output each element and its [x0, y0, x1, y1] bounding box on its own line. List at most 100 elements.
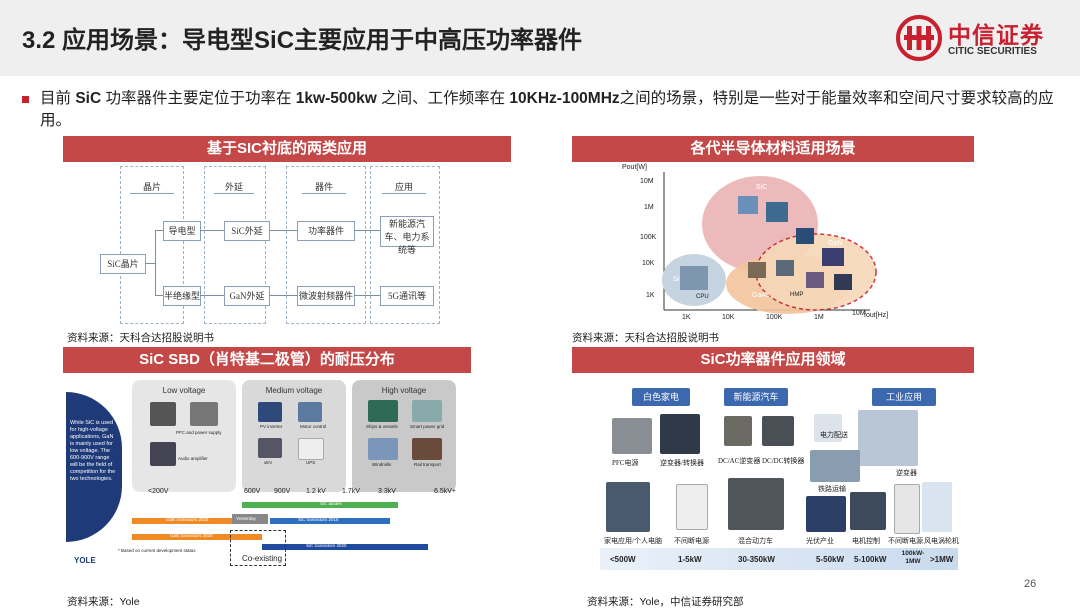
pw-30-350kw: 30-350kW	[738, 555, 775, 564]
pw-1mw: >1MW	[930, 555, 954, 564]
region-cpu: CPU	[696, 294, 709, 300]
bar-sic-diodes	[242, 502, 398, 508]
y-tick-1m: 1M	[644, 204, 654, 211]
cap-dcdc: DC/DC转换器	[762, 457, 805, 465]
region-sic: SiC	[756, 184, 768, 191]
panel1-source: 资料来源：天科合达招股说明书	[67, 332, 214, 344]
panel3-title: SiC SBD（肖特基二极管）的耐压分布	[63, 347, 471, 373]
cap-inverter: 逆变器	[896, 469, 917, 477]
region-hmp: HMP	[790, 292, 804, 298]
tick-3-3kv: 3.3kV	[378, 488, 396, 495]
sbd-blurb: While SiC is used for high-voltage appli…	[70, 420, 116, 482]
node-power-device: 功率器件	[297, 221, 355, 241]
mid-item-xev: xEV	[264, 460, 273, 465]
panel1-title: 基于SIC衬底的两类应用	[63, 136, 511, 162]
x-tick-1m: 1M	[814, 314, 824, 321]
region-si: Si	[673, 276, 680, 283]
panel2-source: 资料来源：天科合达招股说明书	[572, 332, 719, 344]
sic-application-figure: 白色家电 新能源汽车 工业应用 PFC电源 逆变器/转换器 DC/AC逆变器 D…	[600, 380, 960, 574]
cap-wind: 风电涡轮机	[924, 537, 959, 545]
cap-ups-2: 不间断电源	[888, 537, 923, 545]
node-conductive: 导电型	[163, 221, 201, 241]
cap-hybrid: 混合动力车	[738, 537, 773, 545]
citic-logo: 中信证券 CITIC SECURITIES	[896, 12, 1066, 64]
col-epitaxy: 外延	[214, 180, 254, 194]
high-item-rail: Rail transport	[414, 462, 441, 467]
cap-home-pc: 家电应用/个人电脑	[604, 537, 662, 545]
bar-sic-diodes-label: SiC diodes	[320, 501, 342, 506]
sbd-note: * Based on current development status	[118, 548, 196, 553]
bar-sic-2015: SiC transistors 2015	[298, 517, 339, 522]
tick-200v: <200V	[148, 488, 169, 495]
sbd-voltage-figure: While SiC is used for high-voltage appli…	[66, 378, 476, 570]
node-gan-epitaxy: GaN外延	[224, 286, 270, 306]
low-item-pfc: PFC and power supply	[176, 430, 222, 435]
high-item-wind: Windmills	[372, 462, 392, 467]
mid-item-pv: PV inverter	[260, 424, 283, 429]
bar-yesterday: Yesterday	[236, 516, 256, 521]
cat-new-energy-vehicle: 新能源汽车	[724, 388, 788, 406]
bar-gan-2015: GaN transistors 2015	[166, 517, 209, 522]
cap-pv: 光伏产业	[806, 537, 834, 545]
node-ev-power: 新能源汽车、电力系统等	[380, 216, 434, 255]
bullet-marker	[22, 96, 29, 103]
x-tick-10m: 10M	[852, 310, 866, 317]
col-device: 器件	[302, 180, 346, 194]
cap-motor: 电机控制	[852, 537, 880, 545]
panel4-source: 资料来源：Yole，中信证券研究部	[587, 596, 744, 608]
node-5g: 5G通讯等	[380, 286, 434, 306]
tick-900v: 900V	[274, 488, 291, 495]
node-rf-device: 微波射频器件	[297, 286, 355, 306]
cap-dcac: DC/AC逆变器	[718, 457, 761, 465]
cap-rail: 铁路运输	[818, 485, 846, 493]
tick-1-7kv: 1.7kV	[342, 488, 360, 495]
region-gan: GaN	[828, 240, 843, 247]
logo-text-en: CITIC SECURITIES	[948, 46, 1037, 57]
chart-plot	[662, 172, 877, 314]
panel4-title: SiC功率器件应用领域	[572, 347, 974, 373]
pw-100kw-1mw: 100kW-1MW	[901, 550, 925, 565]
y-tick-1k: 1K	[646, 292, 655, 299]
cat-industrial: 工业应用	[872, 388, 936, 406]
panel3-source: 资料来源：Yole	[67, 596, 140, 608]
mid-item-ups: UPS	[306, 460, 316, 465]
y-axis-label: Pout[W]	[622, 164, 647, 171]
semiconductor-scenario-chart: Pout[W] fout[Hz] 10M 1M 100K 10K 1K 1K 1…	[620, 164, 900, 330]
x-tick-10k: 10K	[722, 314, 735, 321]
coexist-label: Co-existing	[242, 554, 283, 563]
group-low: Low voltage	[162, 386, 206, 395]
panel2-title: 各代半导体材料适用场景	[572, 136, 974, 162]
low-item-audio: Audio amplifier	[178, 456, 208, 461]
tick-600v: 600V	[244, 488, 261, 495]
page-title: 3.2 应用场景：导电型SiC主要应用于中高压功率器件	[22, 27, 583, 54]
x-tick-100k: 100K	[766, 314, 783, 321]
y-tick-10m: 10M	[640, 178, 654, 185]
logo-text-cn: 中信证券	[948, 22, 1044, 48]
group-high: High voltage	[381, 386, 427, 395]
cap-ups: 不间断电源	[674, 537, 709, 545]
node-semi-insulating: 半绝缘型	[163, 286, 201, 306]
cat-home-appliance: 白色家电	[632, 388, 690, 406]
pw-1-5kw: 1-5kW	[678, 555, 702, 564]
page-number: 26	[1024, 578, 1037, 590]
mid-item-motor: Motor control	[300, 424, 327, 429]
cap-inverter-converter: 逆变器/转换器	[660, 459, 704, 467]
citic-emblem-icon	[896, 15, 942, 61]
tick-6-5kv: 6.5kV+	[434, 488, 456, 495]
y-tick-10k: 10K	[642, 260, 655, 267]
pw-500w: <500W	[610, 555, 636, 564]
y-tick-100k: 100K	[640, 234, 657, 241]
tick-1-2kv: 1.2 kV	[306, 488, 326, 495]
pw-5-50kw: 5-50kW	[816, 555, 845, 564]
bar-sic-2020: SiC transistors 2020	[306, 543, 347, 548]
summary-paragraph: 目前 SiC 功率器件主要定位于功率在 1kw-500kw 之间、工作频率在 1…	[40, 90, 1054, 129]
col-application: 应用	[382, 180, 426, 194]
high-item-ships: Ships & vessels	[366, 424, 398, 429]
col-wafer: 晶片	[130, 180, 174, 194]
node-sic-epitaxy: SiC外延	[224, 221, 270, 241]
group-medium: Medium voltage	[265, 386, 323, 395]
node-sic-wafer: SiC晶片	[100, 254, 146, 274]
region-gaas: GaAs	[752, 292, 770, 299]
high-item-grid: Smart power grid	[410, 424, 445, 429]
bar-gan-2020: GaN transistors 2020	[170, 533, 213, 538]
